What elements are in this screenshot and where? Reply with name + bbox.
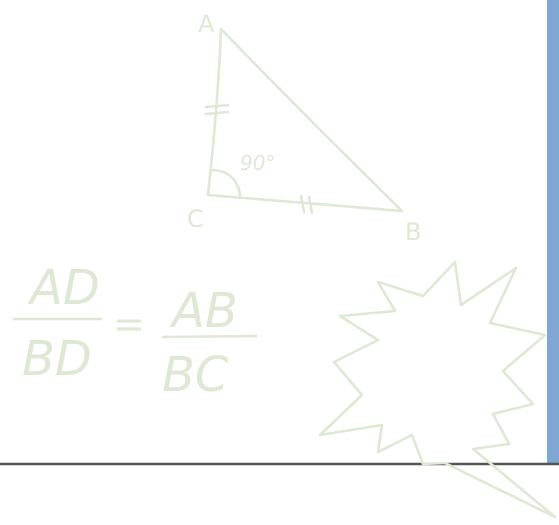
tick-mark-cb-2 — [307, 195, 314, 215]
right-numerator: AB — [169, 283, 238, 339]
left-numerator: AD — [27, 260, 100, 316]
right-triangle: A B C 90° — [187, 10, 421, 246]
right-denominator: BC — [162, 347, 229, 403]
left-denominator: BD — [22, 331, 92, 387]
equals-sign: = — [113, 302, 145, 346]
right-side-bar — [547, 0, 559, 463]
vertex-c-label: C — [187, 205, 204, 233]
starburst-bubble — [318, 260, 557, 519]
triangle-outline — [206, 27, 404, 213]
tick-mark-ac-1 — [204, 103, 230, 109]
tick-mark-ac-2 — [204, 110, 230, 116]
angle-label: 90° — [240, 151, 275, 175]
proportion-equation: AD BD = AB BC — [12, 260, 258, 403]
vertex-a-label: A — [198, 10, 215, 38]
vertex-b-label: B — [405, 218, 421, 246]
right-angle-arc — [209, 168, 242, 200]
right-fraction-bar — [161, 334, 258, 339]
tick-mark-cb-1 — [299, 194, 306, 214]
